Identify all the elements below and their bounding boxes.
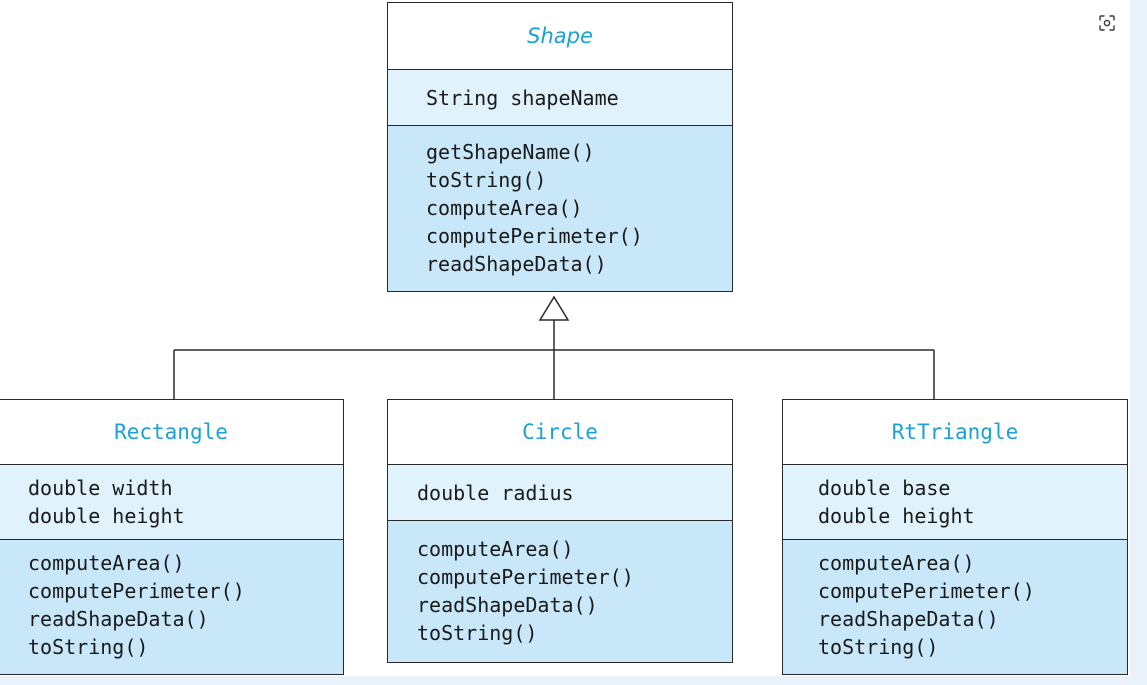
method: toString() <box>417 621 538 645</box>
method: computePerimeter() <box>426 224 643 248</box>
class-rectangle-methods: computeArea() computePerimeter() readSha… <box>0 540 343 674</box>
class-shape-attributes: String shapeName <box>388 70 732 126</box>
attribute: double radius <box>417 480 574 505</box>
method: getShapeName() <box>426 140 595 164</box>
uml-class-diagram: Shape String shapeName getShapeName() to… <box>0 0 1130 676</box>
class-shape-methods: getShapeName() toString() computeArea() … <box>388 126 732 291</box>
class-rectangle-name: Rectangle <box>0 400 343 465</box>
class-rectangle-attributes: double width double height <box>0 465 343 540</box>
method: readShapeData() <box>28 607 209 631</box>
class-rttriangle-name: RtTriangle <box>783 400 1127 465</box>
inheritance-connectors <box>173 295 935 399</box>
focus-icon-glyph <box>1099 15 1115 31</box>
attribute: String shapeName <box>426 85 619 110</box>
method: computeArea() <box>818 551 975 575</box>
method: toString() <box>818 635 939 659</box>
method: toString() <box>426 168 547 192</box>
class-shape: Shape String shapeName getShapeName() to… <box>387 2 733 292</box>
method: computeArea() <box>417 537 574 561</box>
class-rectangle: Rectangle double width double height com… <box>0 399 344 675</box>
class-rttriangle-methods: computeArea() computePerimeter() readSha… <box>783 540 1127 674</box>
method: toString() <box>28 635 149 659</box>
focus-icon[interactable] <box>1094 10 1120 36</box>
method: computePerimeter() <box>28 579 245 603</box>
attribute: double height <box>28 504 185 528</box>
class-circle-name: Circle <box>388 400 732 465</box>
class-shape-name: Shape <box>388 3 732 70</box>
class-circle: Circle double radius computeArea() compu… <box>387 399 733 663</box>
method: computePerimeter() <box>417 565 634 589</box>
class-circle-attributes: double radius <box>388 465 732 521</box>
method: computeArea() <box>28 551 185 575</box>
method: readShapeData() <box>818 607 999 631</box>
attribute: double height <box>818 504 975 528</box>
class-rttriangle: RtTriangle double base double height com… <box>782 399 1128 675</box>
method: readShapeData() <box>417 593 598 617</box>
method: readShapeData() <box>426 252 607 276</box>
attribute: double width <box>28 476 173 500</box>
class-rttriangle-attributes: double base double height <box>783 465 1127 540</box>
method: computeArea() <box>426 196 583 220</box>
method: computePerimeter() <box>818 579 1035 603</box>
class-circle-methods: computeArea() computePerimeter() readSha… <box>388 521 732 662</box>
inheritance-arrowhead <box>538 295 570 321</box>
attribute: double base <box>818 476 951 500</box>
